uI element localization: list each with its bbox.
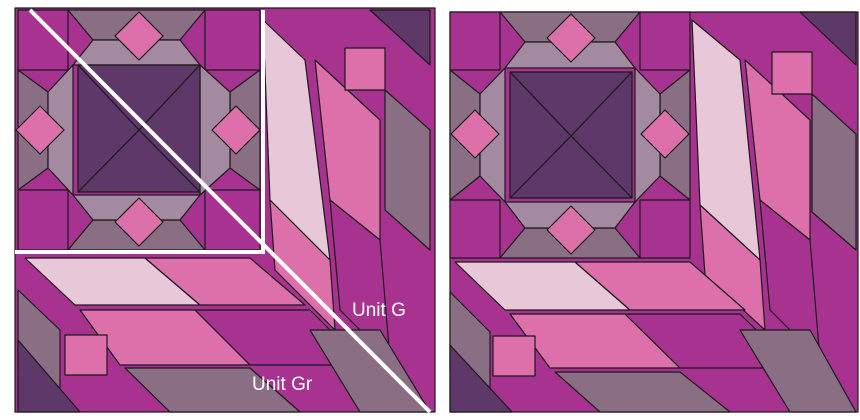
left-strip-grey xyxy=(384,89,431,251)
right-bottom-small-pink-square xyxy=(492,335,536,377)
left-small-pink-square xyxy=(344,47,386,91)
right-bottom-grey-3 xyxy=(739,329,857,413)
right-bottom-grey xyxy=(554,371,731,413)
left-bottom-pink xyxy=(144,257,306,306)
right-bottom-pink xyxy=(574,261,746,311)
left-bottom-corner-plum xyxy=(17,339,81,413)
left-corner-squares xyxy=(17,9,261,251)
left-center-square xyxy=(77,64,201,193)
left-pink-diamonds xyxy=(15,11,261,247)
right-corner-squares xyxy=(449,11,691,259)
left-unit-dividers xyxy=(15,8,432,414)
right-center-square xyxy=(509,71,633,199)
right-strip-grey xyxy=(811,93,857,251)
left-corner-plum xyxy=(369,9,431,66)
right-quilt-block xyxy=(449,11,859,413)
right-corner-plum xyxy=(799,11,857,66)
unit-g-label: Unit G xyxy=(352,300,406,321)
right-pink-diamonds xyxy=(450,13,690,255)
right-small-pink-square xyxy=(771,51,813,95)
left-bottom-grey xyxy=(124,367,301,413)
left-quilt-block xyxy=(14,7,436,414)
left-bottom-small-pink-square xyxy=(64,334,108,376)
right-bottom-corner-plum xyxy=(449,344,513,413)
unit-gr-label: Unit Gr xyxy=(252,374,313,395)
